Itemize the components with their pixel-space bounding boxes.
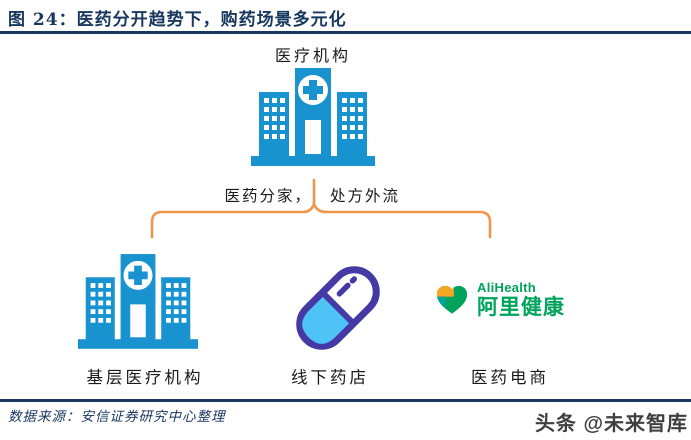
alihealth-wordmark: AliHealth 阿里健康 — [477, 281, 565, 319]
title-underline — [0, 31, 691, 34]
hospital-icon — [251, 66, 375, 166]
alihealth-heart-icon — [436, 285, 468, 314]
watermark: 头条 @未来智库 — [534, 413, 688, 435]
capsule-icon — [296, 266, 380, 350]
alihealth-name-en: AliHealth — [477, 280, 537, 295]
footer-divider — [0, 399, 691, 402]
figure-title: 图 24：医药分开趋势下，购药场景多元化 — [8, 10, 347, 30]
flow-label-left: 医药分家， — [224, 187, 312, 205]
flow-bracket-icon — [150, 178, 492, 239]
node-label-offline-pharmacy: 线下药店 — [291, 368, 369, 387]
top-node-label: 医疗机构 — [274, 46, 351, 65]
alihealth-name-zh: 阿里健康 — [477, 295, 565, 319]
flow-label-right: 处方外流 — [330, 187, 401, 205]
data-source: 数据来源：安信证券研究中心整理 — [8, 409, 226, 425]
node-label-primary-care: 基层医疗机构 — [86, 368, 204, 387]
alihealth-logo: AliHealth 阿里健康 — [435, 281, 565, 319]
hospital-icon — [78, 252, 198, 349]
node-label-ecommerce: 医药电商 — [471, 368, 549, 387]
